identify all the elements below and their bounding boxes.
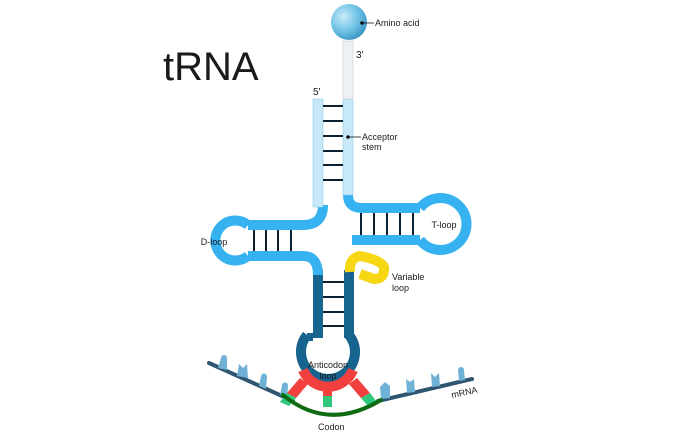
anticodon-loop-label-1: Anticodon — [308, 360, 348, 370]
codon-label: Codon — [318, 422, 345, 432]
t-arm-top — [343, 194, 420, 213]
d-loop — [210, 204, 328, 276]
mrna-base — [218, 355, 227, 370]
mrna-base — [458, 367, 465, 381]
five-prime-label: 5' — [313, 87, 321, 98]
three-prime-label: 3' — [356, 50, 364, 61]
d-loop-ring — [210, 215, 252, 266]
mrna-strand — [207, 355, 474, 403]
t-loop — [343, 193, 472, 255]
d-arm-top — [248, 204, 328, 230]
amino-acid-label: Amino acid — [375, 18, 420, 28]
cca-tail — [342, 40, 354, 100]
mrna-base — [431, 373, 440, 387]
acceptor-stem-label-1: Acceptor — [362, 132, 398, 142]
acceptor-strand-5prime — [312, 98, 324, 208]
mrna-base — [380, 382, 390, 399]
mrna-base — [259, 373, 268, 389]
anticodon-loop — [296, 331, 360, 392]
title: tRNA — [163, 45, 259, 89]
mrna-base — [237, 364, 248, 378]
anticodon-stem-left — [313, 270, 323, 338]
anticodon-stem — [307, 270, 354, 341]
t-loop-label: T-loop — [431, 220, 456, 230]
acceptor-stem — [312, 40, 354, 208]
anticodon-base-red — [287, 378, 308, 398]
codon-strand — [281, 393, 383, 417]
d-arm-bottom — [248, 251, 323, 276]
amino-acid-ball — [331, 4, 367, 40]
mrna-backbone-right — [376, 377, 474, 403]
anticodon-base-green — [323, 396, 332, 407]
mrna-label: mRNA — [450, 385, 478, 400]
acceptor-stem-label-2: stem — [362, 142, 382, 152]
anticodon-loop-label-2: loop — [319, 371, 336, 381]
anticodon-loop-ring — [296, 331, 360, 384]
variable-loop-label-2: loop — [392, 283, 409, 293]
anticodon-loop-red-arc — [298, 367, 358, 392]
variable-loop — [344, 251, 390, 284]
anticodon-base-red — [349, 378, 370, 398]
d-loop-label: D-loop — [201, 237, 228, 247]
variable-loop-label-1: Variable — [392, 272, 424, 282]
anticodon-stem-right — [344, 270, 354, 338]
t-loop-ring — [416, 193, 472, 255]
acceptor-strand-3prime — [342, 98, 354, 196]
mrna-base — [406, 379, 415, 393]
mrna-backbone-left — [207, 361, 295, 403]
